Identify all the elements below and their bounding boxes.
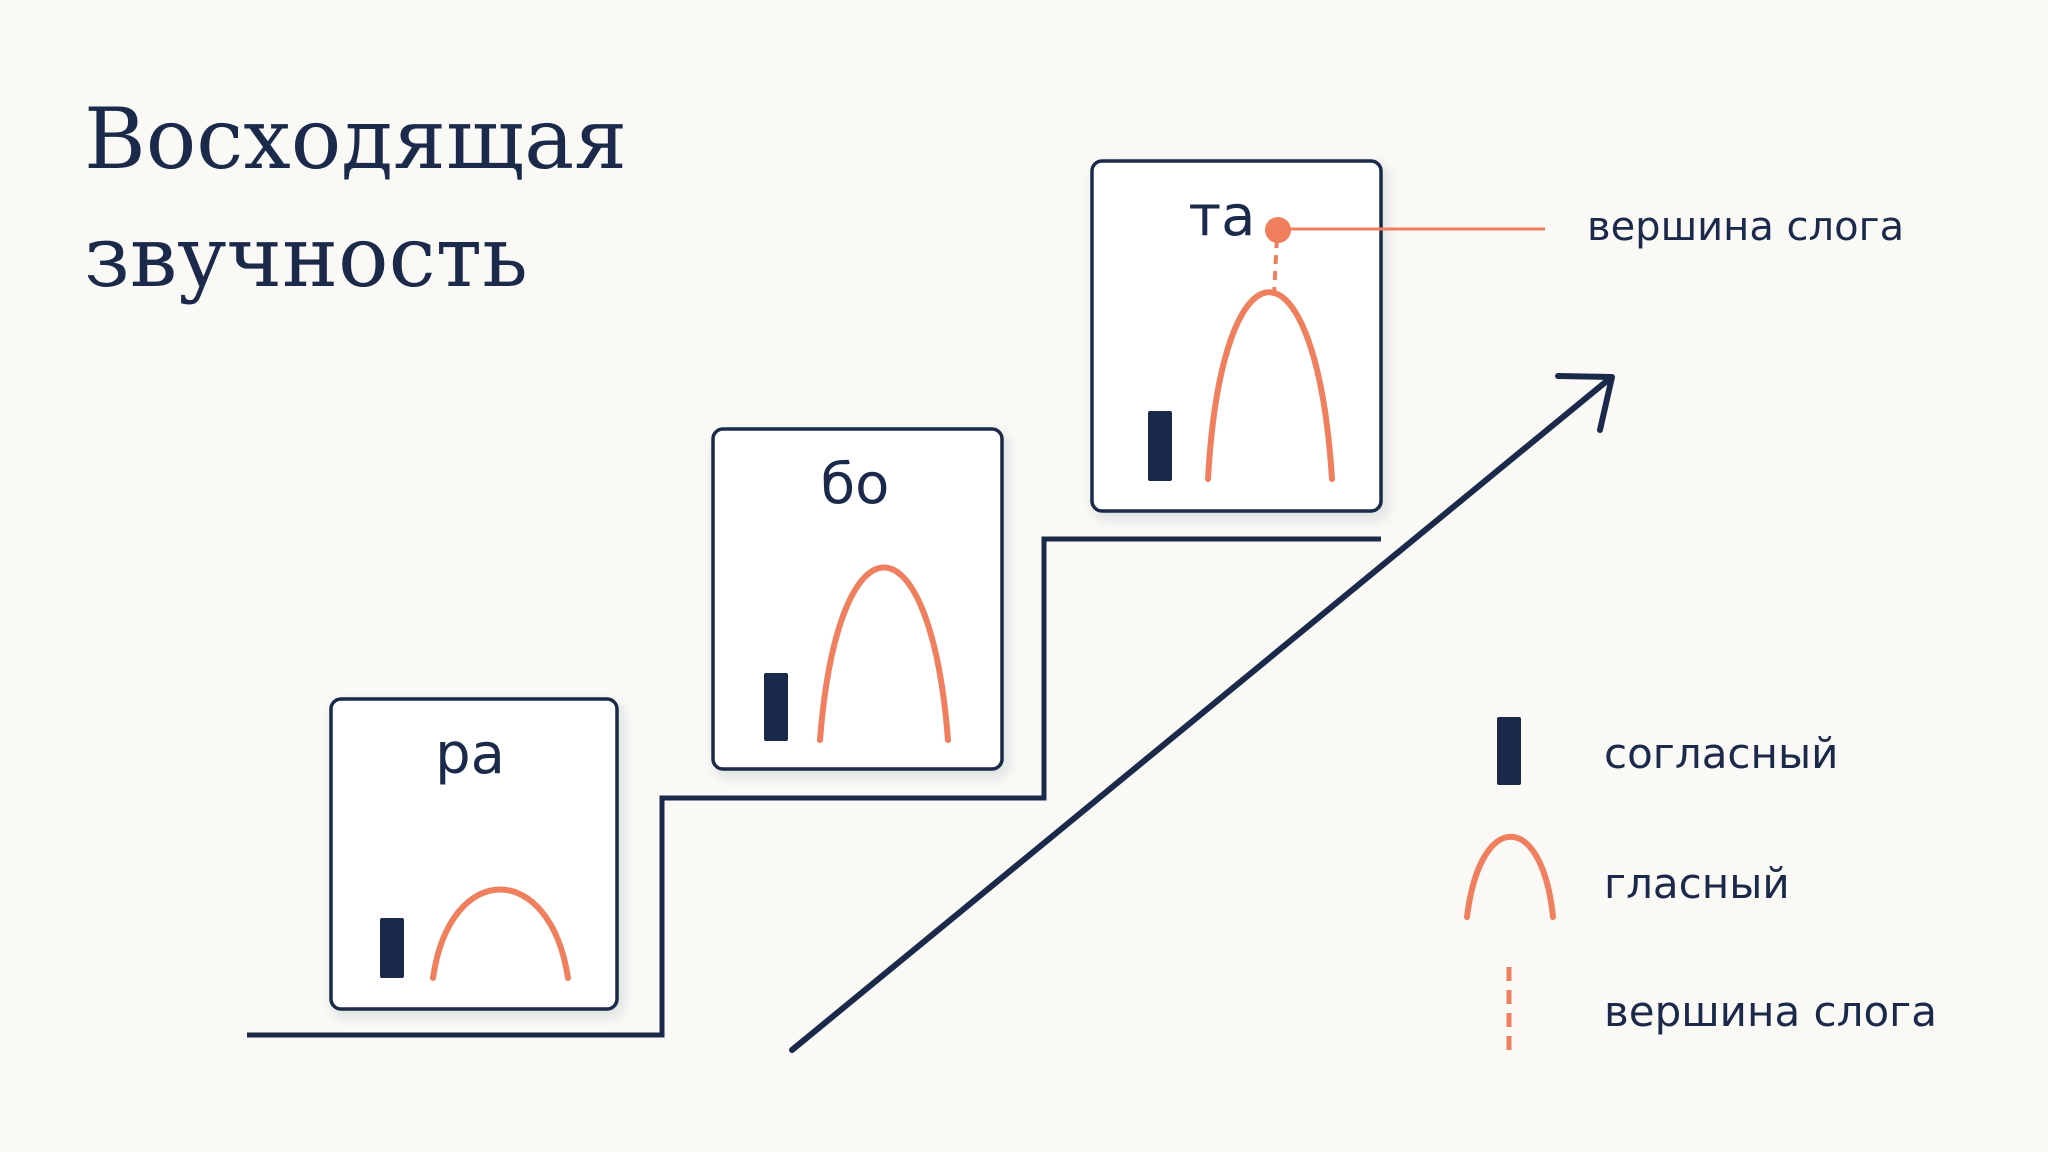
syllable-text-ra: ра	[435, 722, 505, 787]
syllable-text-bo: бо	[821, 452, 890, 517]
syllable-card-ra: ра	[329, 697, 619, 1011]
syllable-text-ta: та	[1189, 184, 1256, 249]
legend-vowel-icon	[1464, 834, 1556, 920]
vowel-arc	[430, 886, 571, 981]
consonant-bar	[1148, 411, 1172, 481]
legend: согласный гласный вершина слога	[1464, 717, 1937, 1052]
rising-arrow	[789, 373, 1615, 1053]
peak-callout-label: вершина слога	[1587, 204, 1904, 250]
syllable-card-bo: бо	[711, 427, 1004, 771]
peak-dashed-line	[1272, 235, 1279, 297]
legend-consonant-icon	[1497, 717, 1521, 785]
staircase-line	[247, 536, 1381, 1038]
legend-peak-label: вершина слога	[1604, 987, 1937, 1036]
syllable-card-ta: та	[1090, 159, 1383, 513]
title-line-2: звучность	[84, 208, 528, 306]
consonant-bar	[380, 918, 404, 978]
consonant-bar	[764, 673, 788, 741]
diagram-title: Восходящая звучность	[84, 80, 627, 316]
peak-dot	[1265, 217, 1291, 243]
vowel-arc	[1205, 289, 1335, 482]
legend-consonant-label: согласный	[1604, 729, 1838, 778]
title-line-1: Восходящая	[84, 90, 628, 188]
legend-vowel-label: гласный	[1604, 859, 1790, 908]
vowel-arc	[817, 564, 951, 743]
